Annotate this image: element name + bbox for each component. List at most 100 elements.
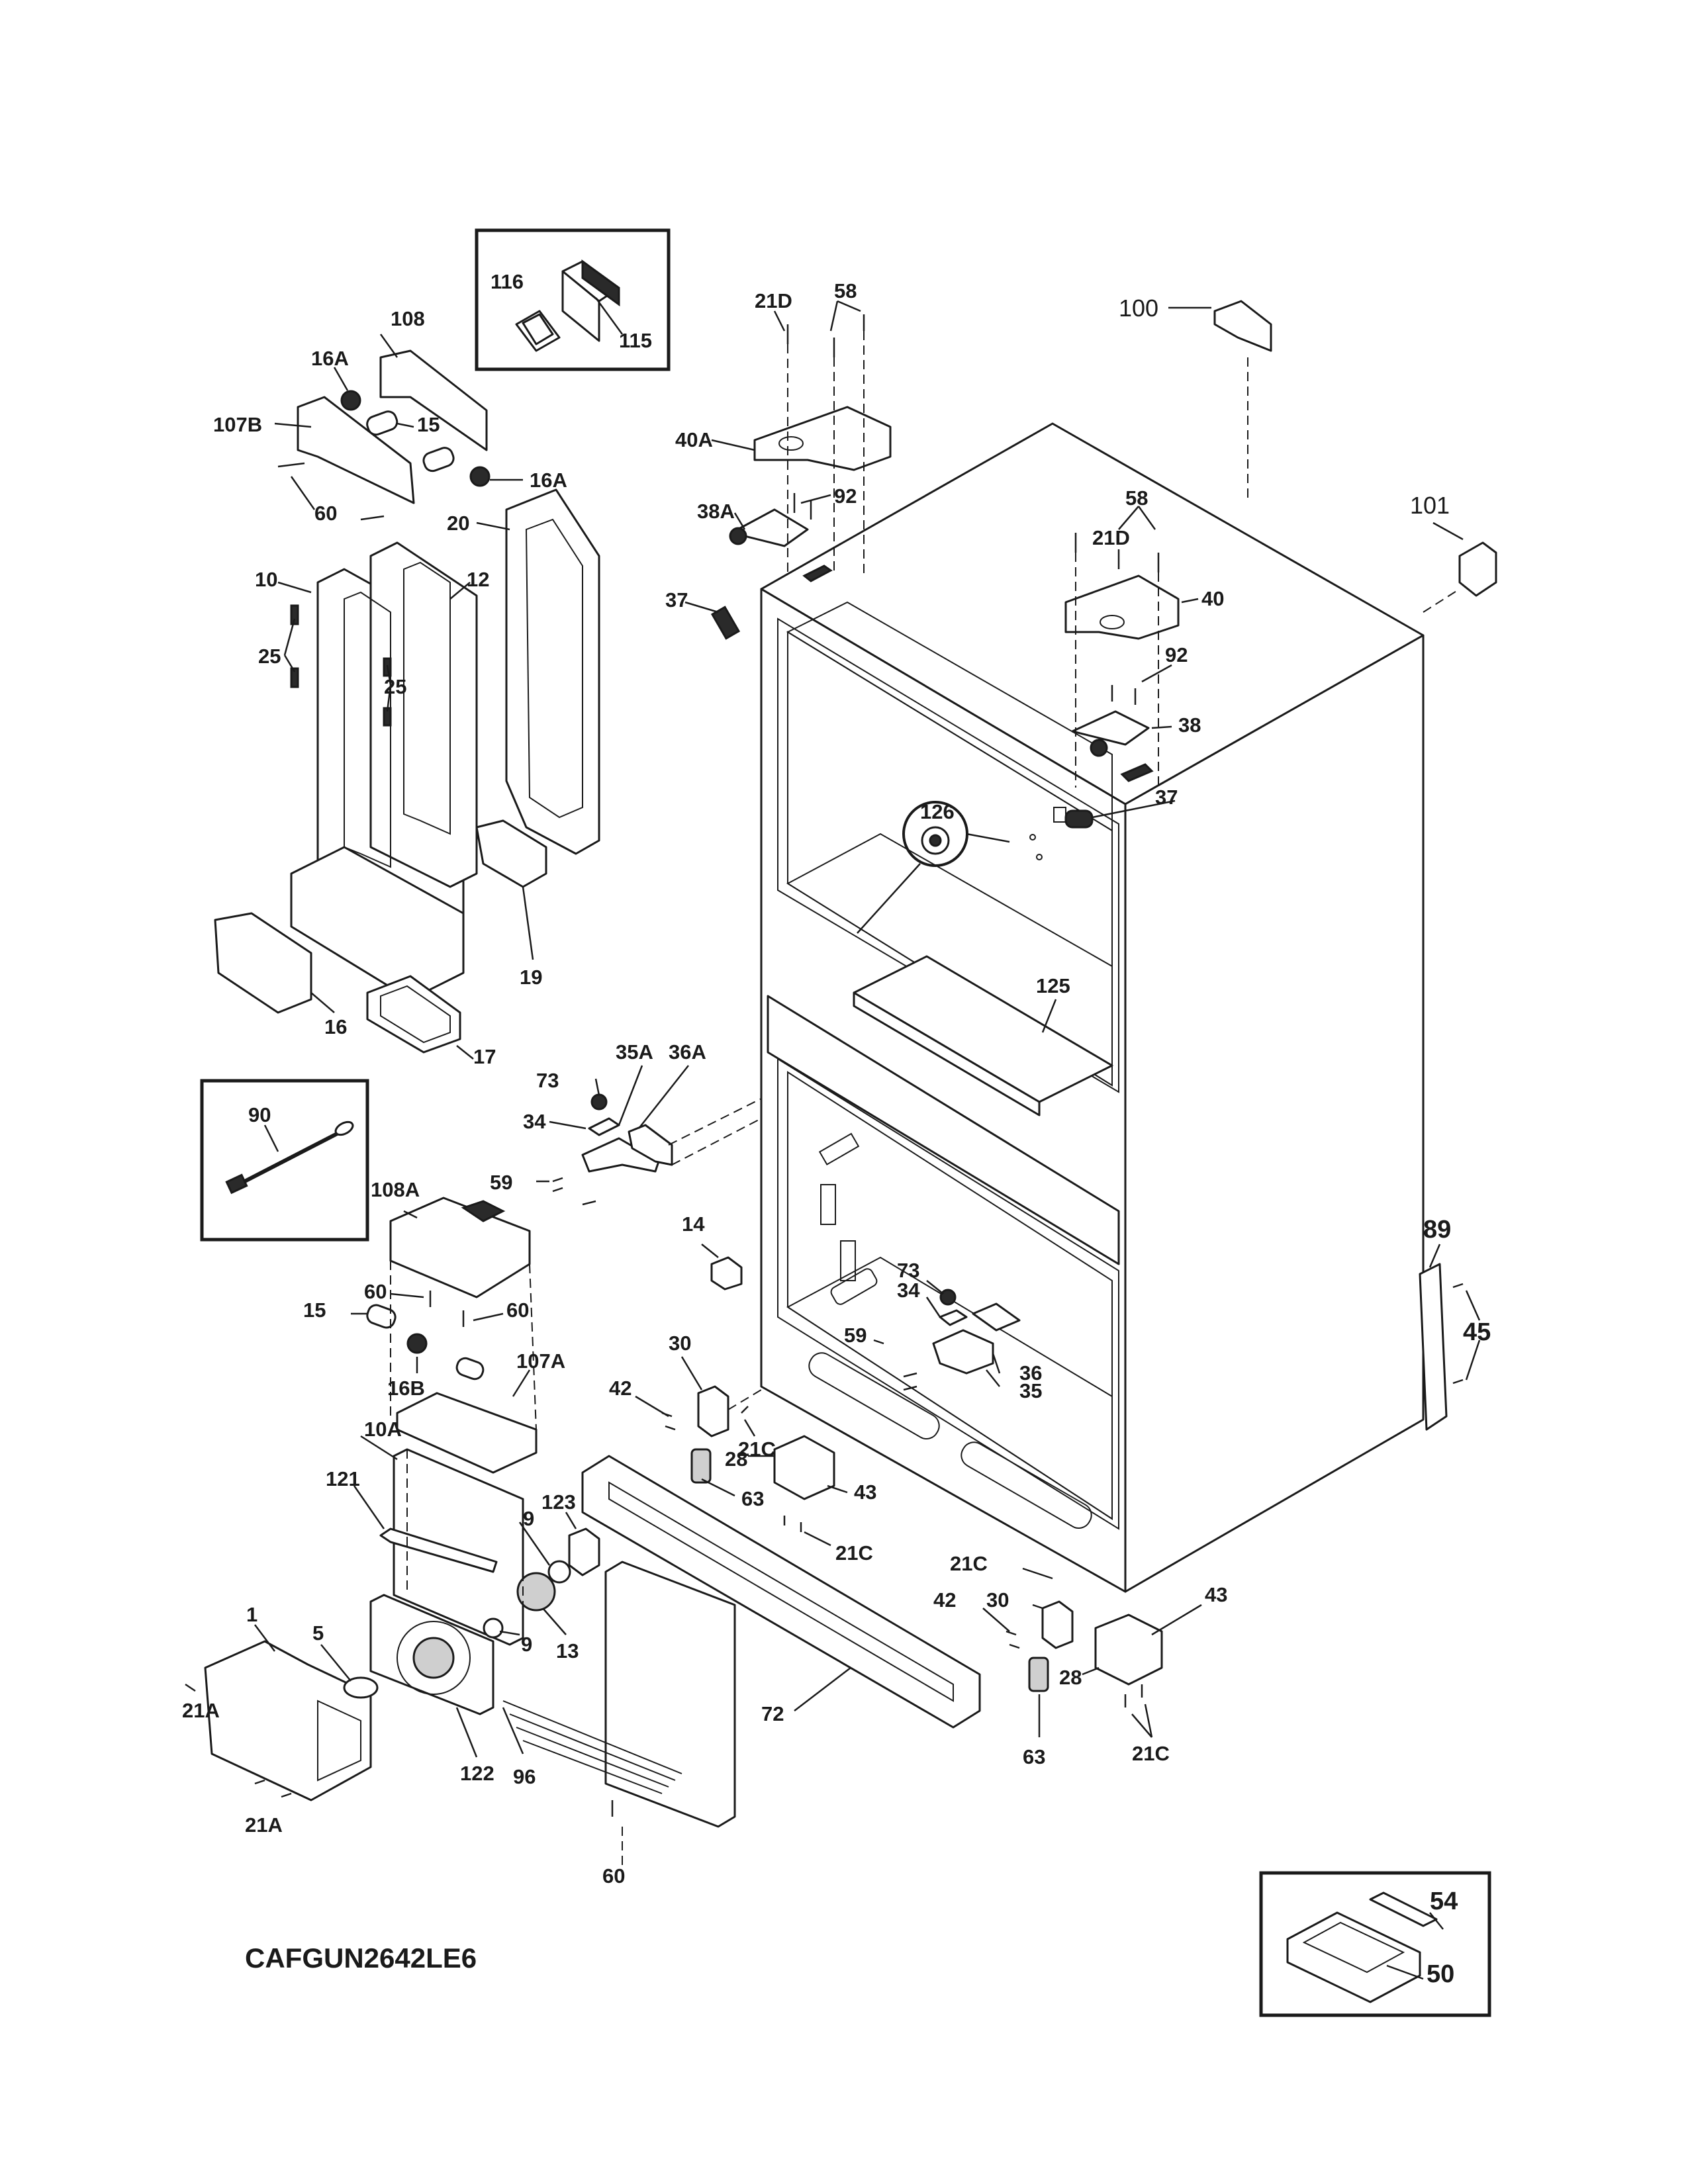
label-21A-lower: 21A bbox=[245, 1813, 283, 1837]
label-125: 125 bbox=[1036, 974, 1070, 997]
label-116: 116 bbox=[491, 270, 524, 293]
label-21A-upper: 21A bbox=[182, 1699, 220, 1722]
label-21C-upper-left: 21C bbox=[738, 1437, 776, 1461]
label-92-right: 92 bbox=[1165, 643, 1188, 666]
label-36A: 36A bbox=[669, 1040, 706, 1064]
label-121: 121 bbox=[326, 1467, 360, 1490]
dispenser-lower-assembly bbox=[366, 1197, 538, 1474]
label-115: 115 bbox=[619, 329, 652, 352]
label-108A: 108A bbox=[371, 1178, 420, 1201]
label-15-lower: 15 bbox=[303, 1298, 326, 1322]
label-122: 122 bbox=[460, 1762, 494, 1785]
label-21D-left: 21D bbox=[755, 289, 792, 312]
label-9-lower: 9 bbox=[521, 1633, 532, 1656]
label-43-left: 43 bbox=[854, 1480, 876, 1504]
label-72: 72 bbox=[761, 1702, 784, 1725]
inset-box-90 bbox=[200, 1079, 369, 1242]
label-92-left: 92 bbox=[834, 484, 857, 508]
label-60-mid-left: 60 bbox=[364, 1280, 387, 1303]
label-16: 16 bbox=[324, 1015, 347, 1038]
label-42-right: 42 bbox=[933, 1588, 956, 1612]
label-34-upper: 34 bbox=[523, 1110, 546, 1133]
label-35A: 35A bbox=[616, 1040, 653, 1064]
label-60-mid-right: 60 bbox=[506, 1298, 529, 1322]
label-40: 40 bbox=[1201, 587, 1224, 610]
label-9-upper: 9 bbox=[523, 1507, 534, 1530]
label-100: 100 bbox=[1119, 295, 1158, 322]
label-13: 13 bbox=[556, 1639, 579, 1662]
label-63-left: 63 bbox=[741, 1487, 764, 1510]
label-38A: 38A bbox=[697, 500, 735, 523]
cabinet bbox=[760, 422, 1425, 1593]
label-25-right: 25 bbox=[384, 675, 406, 698]
label-73-upper: 73 bbox=[536, 1069, 559, 1092]
inset-box-116-115 bbox=[475, 228, 671, 371]
label-107A: 107A bbox=[516, 1349, 565, 1373]
label-63-right: 63 bbox=[1023, 1745, 1045, 1768]
label-36: 36 bbox=[1019, 1361, 1042, 1385]
label-58-left: 58 bbox=[834, 279, 857, 302]
label-60-upper: 60 bbox=[314, 502, 337, 525]
hinge-cover-101 bbox=[1458, 541, 1497, 597]
label-16A-lower: 16A bbox=[530, 469, 567, 492]
label-28-left: 28 bbox=[725, 1447, 747, 1471]
label-30-left: 30 bbox=[669, 1332, 691, 1355]
label-28-right: 28 bbox=[1059, 1666, 1082, 1689]
label-37-left: 37 bbox=[665, 588, 688, 612]
label-123: 123 bbox=[541, 1490, 576, 1514]
label-16A-upper: 16A bbox=[311, 347, 349, 370]
label-21D-right: 21D bbox=[1092, 526, 1130, 549]
label-107B: 107B bbox=[213, 413, 262, 436]
label-17: 17 bbox=[473, 1045, 496, 1068]
fan-and-cover-assembly bbox=[204, 1448, 736, 1828]
label-1: 1 bbox=[246, 1603, 258, 1626]
label-59-upper: 59 bbox=[490, 1171, 512, 1194]
callout-126 bbox=[857, 801, 1010, 934]
label-15-upper: 15 bbox=[417, 413, 440, 436]
label-40A: 40A bbox=[675, 428, 713, 451]
label-38: 38 bbox=[1178, 713, 1201, 737]
side-panel-89 bbox=[1419, 1263, 1464, 1431]
label-37-right: 37 bbox=[1155, 786, 1178, 809]
kickplate-72 bbox=[581, 1455, 981, 1729]
label-21C-lower-right: 21C bbox=[1132, 1742, 1170, 1765]
label-20: 20 bbox=[447, 512, 469, 535]
top-hinge-left-assembly bbox=[710, 314, 892, 640]
label-14: 14 bbox=[682, 1212, 705, 1236]
label-35: 35 bbox=[1019, 1379, 1042, 1402]
label-5: 5 bbox=[312, 1621, 324, 1645]
label-73-lower: 73 bbox=[897, 1259, 919, 1282]
label-126: 126 bbox=[920, 800, 955, 823]
label-19: 19 bbox=[520, 966, 542, 989]
lower-hinge-left bbox=[661, 1385, 835, 1532]
label-30-right: 30 bbox=[986, 1588, 1009, 1612]
label-45: 45 bbox=[1463, 1318, 1491, 1346]
label-34-lower: 34 bbox=[897, 1279, 920, 1302]
label-42-left: 42 bbox=[609, 1377, 632, 1400]
center-hinge-right bbox=[932, 1289, 1021, 1375]
label-60-bottom: 60 bbox=[602, 1864, 625, 1888]
label-21C-upper-right: 21C bbox=[950, 1552, 988, 1575]
label-12: 12 bbox=[467, 568, 489, 591]
label-50: 50 bbox=[1427, 1960, 1454, 1988]
label-108: 108 bbox=[391, 307, 425, 330]
label-101: 101 bbox=[1410, 492, 1450, 519]
label-43-right: 43 bbox=[1205, 1583, 1227, 1606]
label-25-left: 25 bbox=[258, 645, 281, 668]
label-16B: 16B bbox=[387, 1377, 425, 1400]
inset-box-54-50 bbox=[1259, 1871, 1491, 2017]
label-10: 10 bbox=[255, 568, 277, 591]
label-10A: 10A bbox=[364, 1418, 402, 1441]
label-21C-lower-left: 21C bbox=[835, 1541, 873, 1565]
top-hinge-right-assembly bbox=[1064, 533, 1180, 829]
label-59-lower: 59 bbox=[844, 1324, 867, 1347]
label-96: 96 bbox=[513, 1765, 536, 1788]
hinge-cover-100 bbox=[1213, 300, 1272, 352]
lower-hinge-right bbox=[1006, 1600, 1163, 1707]
label-89: 89 bbox=[1423, 1216, 1451, 1244]
label-90: 90 bbox=[248, 1103, 271, 1126]
label-54: 54 bbox=[1430, 1888, 1458, 1915]
model-number: CAFGUN2642LE6 bbox=[245, 1942, 477, 1974]
center-hinge-left bbox=[552, 1093, 673, 1206]
